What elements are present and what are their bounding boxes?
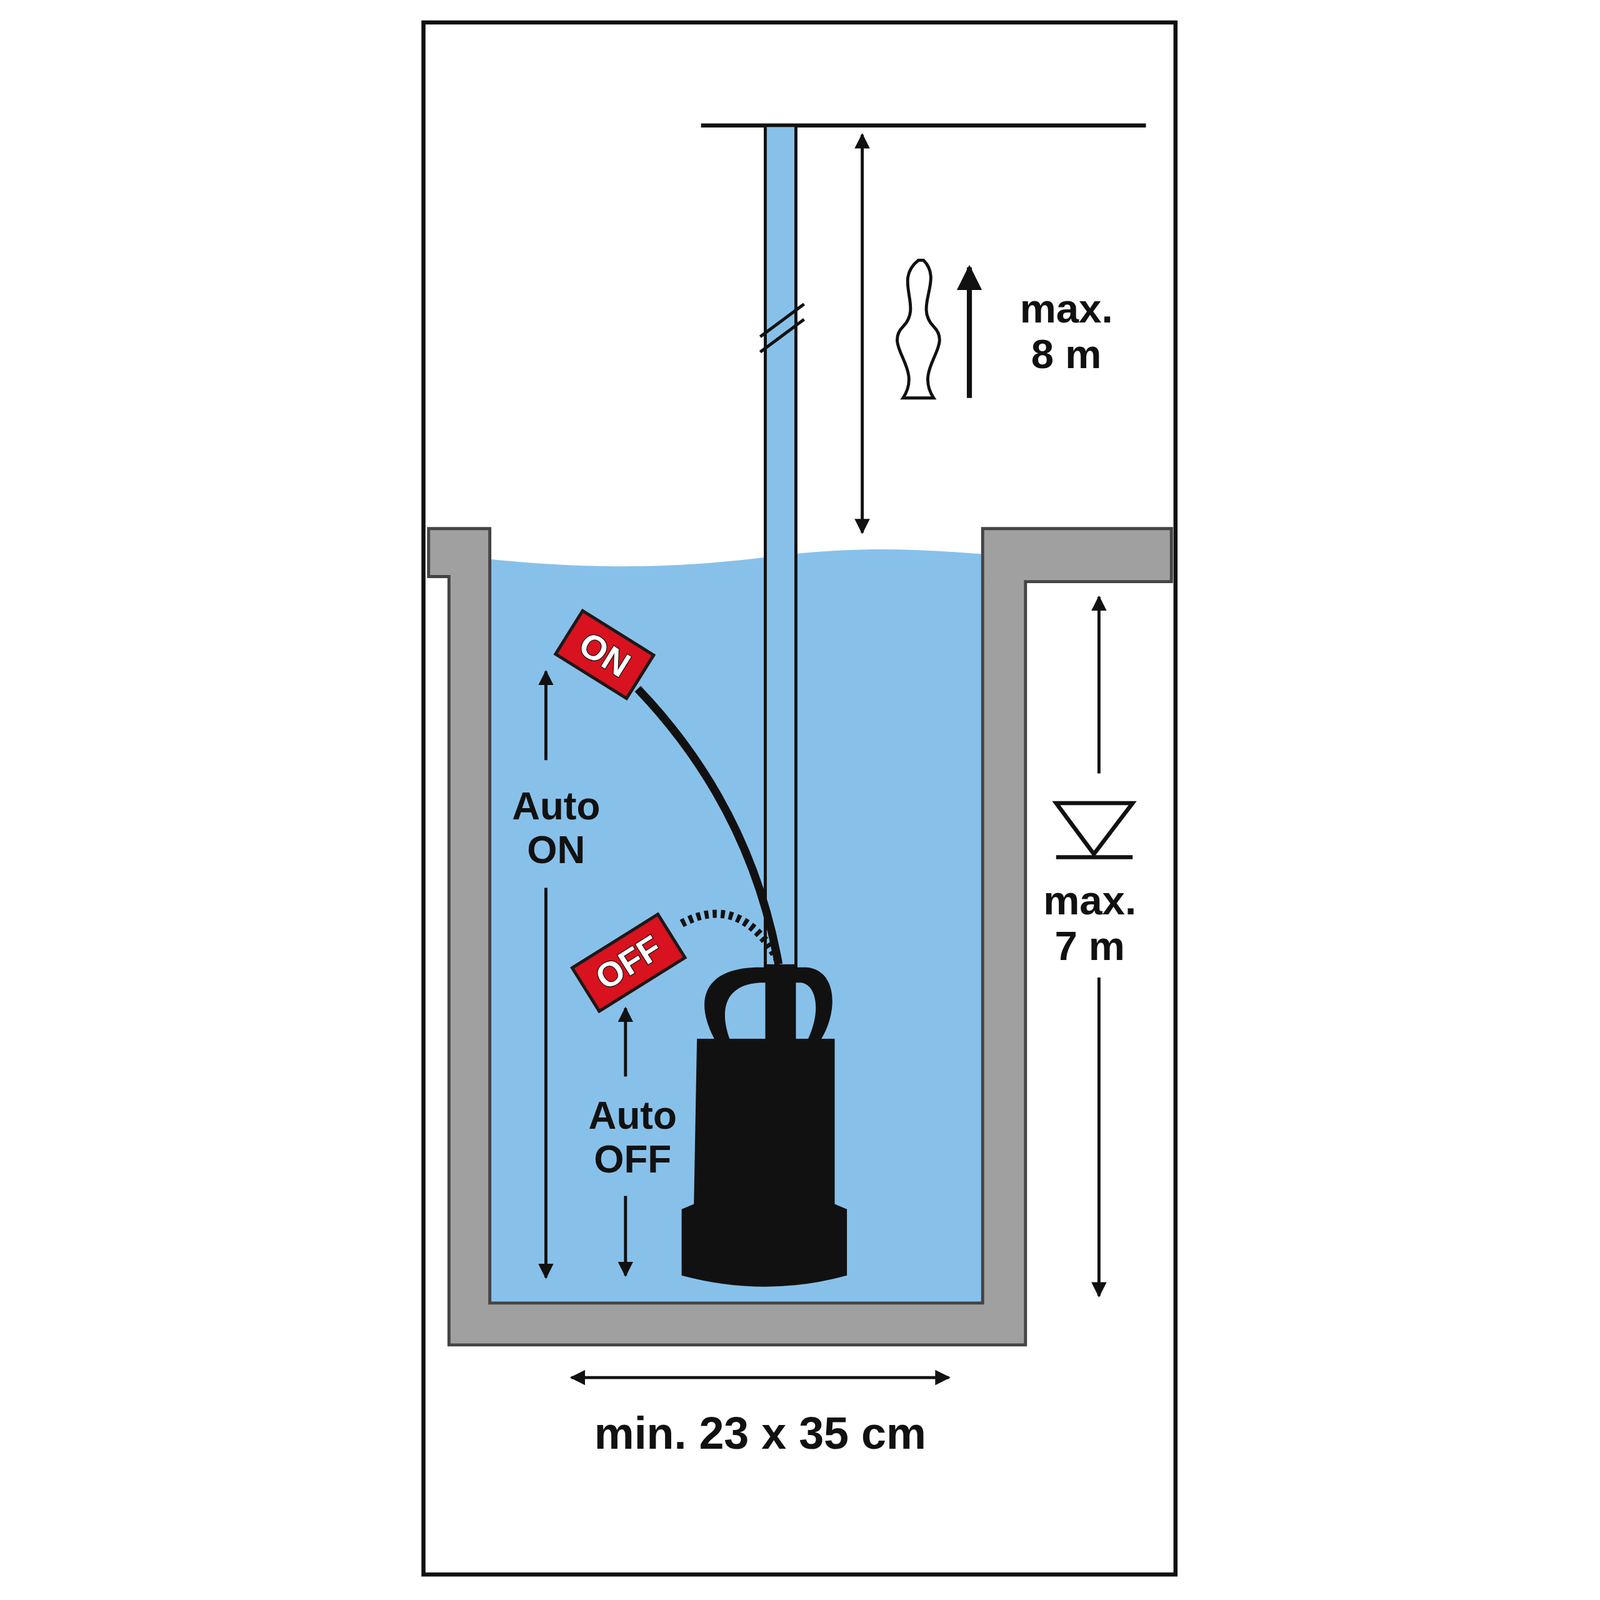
float-cable-off <box>681 913 778 960</box>
dimension-arrow <box>571 1376 949 1380</box>
dimension-label: max. 8 m <box>1005 285 1128 377</box>
dimension-label: Auto ON <box>500 785 613 872</box>
water-symbol <box>896 260 940 398</box>
dimension-arrow <box>860 135 864 534</box>
water-level-symbol <box>1056 855 1133 860</box>
hose <box>765 125 796 973</box>
dimension-label: max. 7 m <box>1028 877 1152 969</box>
hose-break <box>760 304 804 337</box>
dimension-arrow <box>623 1195 627 1275</box>
dimension-label: min. 23 x 35 cm <box>474 1408 1046 1459</box>
dimension-arrow <box>1097 977 1101 1296</box>
pump-body <box>681 1038 847 1287</box>
dimension-arrow <box>1097 596 1101 774</box>
dimension-arrow <box>623 1008 627 1077</box>
hose-break <box>760 319 804 352</box>
lift-arrow <box>966 267 972 399</box>
concrete-pit <box>428 528 1172 1345</box>
pump-outlet <box>765 964 796 1041</box>
dimension-arrow <box>544 887 548 1278</box>
outer-frame <box>423 22 1176 1575</box>
water-level-symbol <box>1056 803 1133 855</box>
dimension-label: Auto OFF <box>576 1094 689 1182</box>
water <box>490 549 984 1304</box>
dimension-arrow <box>544 671 548 760</box>
